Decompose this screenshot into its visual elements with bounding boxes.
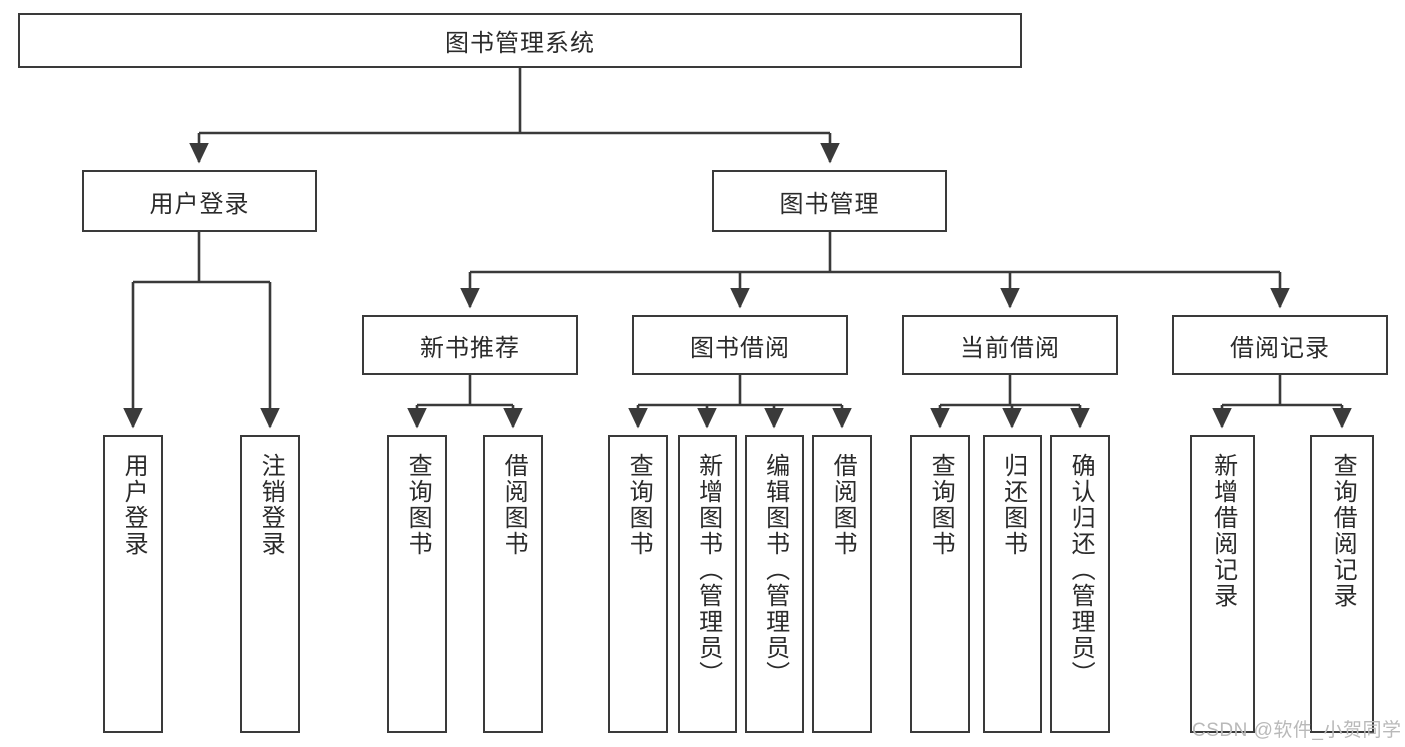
node-leaf-8-label: 查询图书 [927,453,955,557]
node-level1-0[interactable]: 用户登录 [82,170,317,232]
node-leaf-11-label: 新增借阅记录 [1209,453,1237,609]
node-leaf-6[interactable]: 编辑图书（管理员） [745,435,804,733]
node-leaf-3-label: 借阅图书 [500,453,528,557]
node-leaf-3[interactable]: 借阅图书 [483,435,543,733]
node-leaf-0[interactable]: 用户登录 [103,435,163,733]
node-level2-2[interactable]: 当前借阅 [902,315,1118,375]
node-leaf-5-label: 新增图书（管理员） [694,453,722,687]
node-level2-0[interactable]: 新书推荐 [362,315,578,375]
node-level2-0-label: 新书推荐 [420,334,520,362]
node-leaf-2-label: 查询图书 [404,453,432,557]
node-root-label: 图书管理系统 [445,30,595,57]
node-leaf-7[interactable]: 借阅图书 [812,435,872,733]
node-leaf-10[interactable]: 确认归还（管理员） [1050,435,1110,733]
node-leaf-7-label: 借阅图书 [829,453,857,557]
node-leaf-1[interactable]: 注销登录 [240,435,300,733]
node-level2-3[interactable]: 借阅记录 [1172,315,1388,375]
node-level2-2-label: 当前借阅 [960,334,1060,362]
node-leaf-5[interactable]: 新增图书（管理员） [678,435,737,733]
node-leaf-1-label: 注销登录 [257,453,285,557]
node-level2-1[interactable]: 图书借阅 [632,315,848,375]
node-leaf-9[interactable]: 归还图书 [983,435,1042,733]
node-level1-0-label: 用户登录 [149,190,250,218]
node-leaf-12[interactable]: 查询借阅记录 [1310,435,1374,733]
node-level2-1-label: 图书借阅 [690,334,790,362]
node-leaf-4[interactable]: 查询图书 [608,435,668,733]
node-leaf-11[interactable]: 新增借阅记录 [1190,435,1255,733]
node-leaf-10-label: 确认归还（管理员） [1067,453,1095,687]
node-leaf-6-label: 编辑图书（管理员） [761,453,789,687]
node-leaf-0-label: 用户登录 [120,453,148,557]
node-leaf-8[interactable]: 查询图书 [910,435,970,733]
node-level1-1-label: 图书管理 [779,190,880,218]
node-root[interactable]: 图书管理系统 [18,13,1022,68]
node-leaf-12-label: 查询借阅记录 [1329,453,1357,609]
node-leaf-9-label: 归还图书 [999,453,1027,557]
node-leaf-2[interactable]: 查询图书 [387,435,447,733]
node-leaf-4-label: 查询图书 [625,453,653,557]
node-level1-1[interactable]: 图书管理 [712,170,947,232]
node-level2-3-label: 借阅记录 [1230,334,1330,362]
